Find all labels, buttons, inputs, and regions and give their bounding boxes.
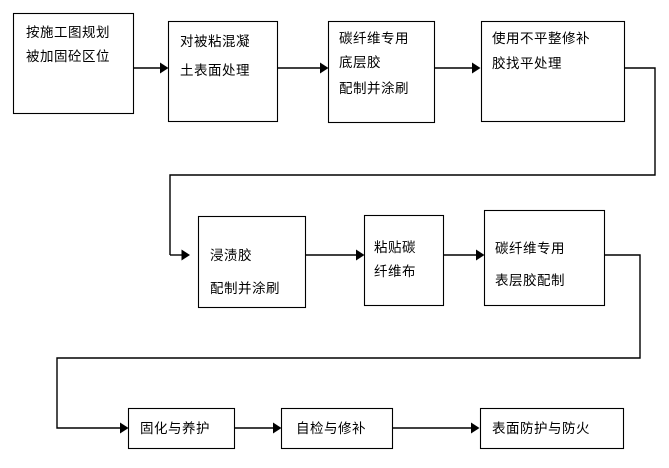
node-3-line-2: 底层胶 <box>339 54 381 71</box>
edge-n5-n6 <box>306 249 365 261</box>
edge-n6-n7 <box>444 249 485 261</box>
node-4-line-2: 胶找平处理 <box>492 55 562 72</box>
edge-n7-n8 <box>56 254 641 434</box>
node-6-line-2: 纤维布 <box>374 264 416 280</box>
node-impregnation-adhesive-mixing[interactable]: 浸渍胶 配制并涂刷 <box>197 215 307 309</box>
node-5-line-2: 配制并涂刷 <box>210 281 280 297</box>
node-6-line-1: 粘贴碳 <box>374 240 416 256</box>
node-concrete-surface-treatment[interactable]: 对被粘混凝 土表面处理 <box>167 20 279 123</box>
node-self-inspection-and-repair[interactable]: 自检与修补 <box>280 407 394 450</box>
edge-n4-n5 <box>169 67 656 261</box>
node-leveling-putty-treatment[interactable]: 使用不平整修补 胶找平处理 <box>480 20 626 123</box>
node-9-line-1: 自检与修补 <box>296 421 366 437</box>
node-4-line-1: 使用不平整修补 <box>492 30 590 47</box>
edge-n3-n4 <box>435 62 481 74</box>
node-3-line-3: 配制并涂刷 <box>339 81 409 97</box>
node-7-line-2: 表层胶配制 <box>495 272 565 289</box>
node-2-line-1: 对被粘混凝 <box>180 34 250 50</box>
node-3-line-1: 碳纤维专用 <box>339 31 409 47</box>
edge-n9-n10 <box>393 422 480 434</box>
node-7-line-1: 碳纤维专用 <box>495 241 565 257</box>
edge-n8-n9 <box>235 422 282 434</box>
node-plan-reinforcement-zone[interactable]: 按施工图规划 被加固砼区位 <box>12 12 135 115</box>
edge-n1-n2 <box>134 62 169 74</box>
connector-layer <box>56 62 656 434</box>
node-10-line-1: 表面防护与防火 <box>492 421 590 437</box>
node-bond-carbon-fiber-cloth[interactable]: 粘贴碳 纤维布 <box>363 214 445 307</box>
node-curing-and-maintenance[interactable]: 固化与养护 <box>127 407 236 450</box>
node-2-line-2: 土表面处理 <box>180 63 250 79</box>
edge-n2-n3 <box>278 62 329 74</box>
node-surface-protection-and-fireproofing[interactable]: 表面防护与防火 <box>479 407 625 450</box>
node-primer-adhesive-mixing[interactable]: 碳纤维专用 底层胶 配制并涂刷 <box>327 20 436 124</box>
node-8-line-1: 固化与养护 <box>140 421 210 437</box>
node-1-line-1: 按施工图规划 <box>26 25 110 41</box>
node-5-line-1: 浸渍胶 <box>210 247 252 264</box>
node-top-coat-adhesive-mixing[interactable]: 碳纤维专用 表层胶配制 <box>483 209 606 307</box>
node-1-line-2: 被加固砼区位 <box>26 49 110 65</box>
